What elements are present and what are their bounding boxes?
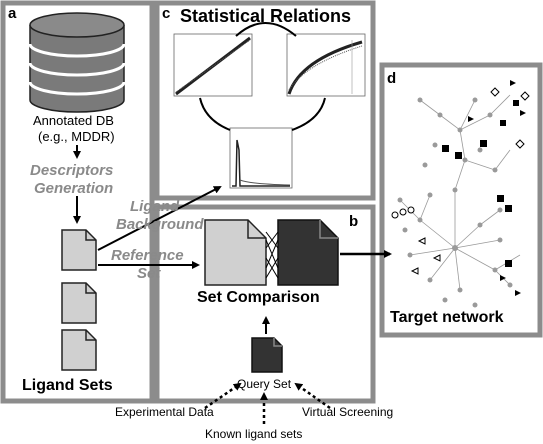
set-comparison-title: Set Comparison	[197, 289, 320, 306]
reference-label-line2: Background	[116, 216, 204, 233]
stats-curve-right	[291, 97, 326, 131]
database-title: Annotated DB	[33, 113, 114, 128]
comparison-target-doc-icon	[277, 219, 339, 286]
panel-a-border	[0, 0, 155, 404]
step-descriptors-line1: Descriptors	[30, 162, 114, 179]
ligand-set-doc-1-icon	[61, 229, 97, 271]
panel-b-border	[154, 204, 376, 404]
experimental-data-arrow	[204, 382, 242, 410]
panel-d-border	[379, 62, 543, 338]
scatter-plot-thumbnail-2	[286, 33, 366, 97]
experimental-data-label: Experimental Data	[115, 405, 214, 419]
reference-set-doc-icon	[204, 219, 267, 286]
scatter-plot-thumbnail-1	[173, 33, 253, 97]
virtual-screening-label: Virtual Screening	[302, 405, 394, 419]
panel-label-d: d	[387, 70, 397, 87]
ligand-set-doc-3-icon	[61, 329, 97, 371]
statistical-relations-title: Statistical Relations	[180, 6, 352, 26]
reference-label-line4: Set	[137, 265, 161, 282]
reference-label-line3: Reference	[111, 247, 184, 264]
comparison-lines	[265, 231, 279, 279]
panel-label-c: c	[162, 5, 171, 22]
ligand-to-stats-arrow	[97, 186, 222, 251]
step-descriptors-line2: Generation	[34, 180, 114, 197]
target-network-graph	[391, 80, 530, 308]
virtual-screening-arrow	[294, 382, 331, 410]
ligand-set-doc-2-icon	[61, 282, 97, 324]
panel-c-border	[154, 0, 376, 201]
database-subtitle: (e.g., MDDR)	[38, 129, 115, 144]
stats-curve-top	[235, 22, 297, 37]
query-set-doc-icon	[251, 337, 283, 373]
histogram-thumbnail	[229, 127, 293, 189]
database-icon	[28, 12, 126, 113]
query-set-label: Query Set	[237, 377, 292, 391]
ligand-sets-title: Ligand Sets	[22, 377, 113, 394]
stats-curve-left	[199, 97, 231, 131]
known-ligand-sets-label: Known ligand sets	[205, 427, 303, 441]
panel-label-b: b	[349, 213, 359, 230]
reference-label-line1: Ligand	[130, 198, 180, 215]
panel-label-a: a	[8, 5, 17, 22]
target-network-title: Target network	[390, 309, 504, 326]
